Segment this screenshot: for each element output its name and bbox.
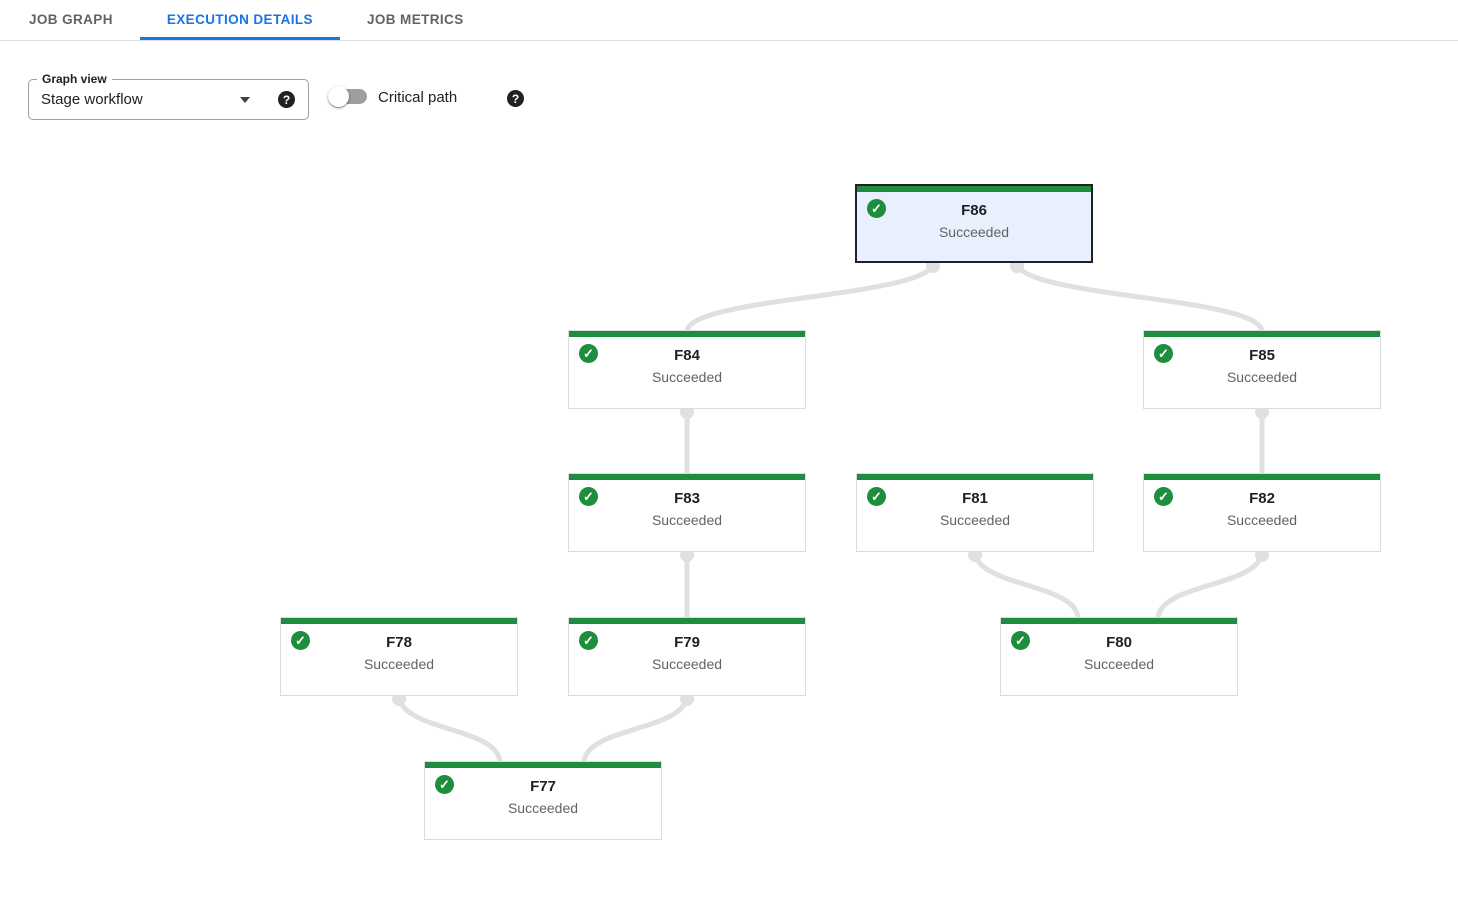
stage-name: F79 — [674, 634, 700, 651]
stage-status: Succeeded — [939, 512, 1011, 528]
node-status-bar — [281, 618, 517, 624]
stage-node[interactable]: ✓ F79 Succeeded — [568, 617, 806, 696]
node-status-bar — [1144, 474, 1380, 480]
critical-path-help-icon[interactable]: ? — [507, 90, 524, 107]
stage-node[interactable]: ✓ F80 Succeeded — [1000, 617, 1238, 696]
tab-job-graph[interactable]: JOB GRAPH — [2, 0, 140, 40]
workflow-edge — [972, 548, 1081, 622]
graph-view-select[interactable]: Graph view Stage workflow ? — [28, 71, 309, 120]
tab-execution-details[interactable]: EXECUTION DETAILS — [140, 0, 340, 40]
node-status-bar — [1001, 618, 1237, 624]
stage-name: F85 — [1249, 347, 1275, 364]
check-circle-icon: ✓ — [435, 775, 454, 794]
graph-view-selected-value: Stage workflow — [41, 91, 143, 108]
node-status-bar — [425, 762, 661, 768]
stage-node[interactable]: ✓ F84 Succeeded — [568, 330, 806, 409]
stage-status: Succeeded — [363, 656, 435, 672]
check-circle-icon: ✓ — [1154, 487, 1173, 506]
stage-node[interactable]: ✓ F85 Succeeded — [1143, 330, 1381, 409]
stage-status: Succeeded — [1226, 512, 1298, 528]
stage-name: F81 — [962, 490, 988, 507]
workflow-edge — [1014, 259, 1265, 335]
critical-path-label: Critical path — [378, 89, 458, 106]
node-status-bar — [569, 331, 805, 337]
stage-name: F78 — [386, 634, 412, 651]
stage-name: F83 — [674, 490, 700, 507]
check-circle-icon: ✓ — [1154, 344, 1173, 363]
tab-job-metrics[interactable]: JOB METRICS — [340, 0, 491, 40]
node-status-bar — [857, 474, 1093, 480]
check-circle-icon: ✓ — [291, 631, 310, 650]
node-status-bar — [569, 618, 805, 624]
node-status-bar — [857, 186, 1091, 192]
stage-status: Succeeded — [651, 512, 723, 528]
stage-node[interactable]: ✓ F83 Succeeded — [568, 473, 806, 552]
check-circle-icon: ✓ — [867, 199, 886, 218]
graph-view-select-label: Graph view — [37, 71, 112, 87]
check-circle-icon: ✓ — [579, 631, 598, 650]
dropdown-caret-icon — [240, 97, 250, 103]
node-status-bar — [569, 474, 805, 480]
tab-bar: JOB GRAPH EXECUTION DETAILS JOB METRICS — [0, 0, 1458, 41]
stage-status: Succeeded — [1083, 656, 1155, 672]
workflow-edge — [1155, 548, 1265, 622]
stage-name: F82 — [1249, 490, 1275, 507]
stage-node[interactable]: ✓ F86 Succeeded — [855, 184, 1093, 263]
stage-status: Succeeded — [651, 369, 723, 385]
stage-node[interactable]: ✓ F78 Succeeded — [280, 617, 518, 696]
stage-node[interactable]: ✓ F82 Succeeded — [1143, 473, 1381, 552]
check-circle-icon: ✓ — [867, 487, 886, 506]
toggle-knob — [328, 86, 349, 107]
graph-view-help-icon[interactable]: ? — [278, 91, 295, 108]
stage-name: F80 — [1106, 634, 1132, 651]
stage-name: F86 — [961, 202, 987, 219]
stage-status: Succeeded — [938, 224, 1010, 240]
stage-status: Succeeded — [1226, 369, 1298, 385]
node-status-bar — [1144, 331, 1380, 337]
check-circle-icon: ✓ — [1011, 631, 1030, 650]
stage-name: F77 — [530, 778, 556, 795]
stage-status: Succeeded — [651, 656, 723, 672]
workflow-edge — [581, 692, 690, 766]
workflow-edge — [396, 692, 503, 766]
workflow-edge — [684, 259, 936, 335]
stage-node[interactable]: ✓ F81 Succeeded — [856, 473, 1094, 552]
stage-status: Succeeded — [507, 800, 579, 816]
stage-node[interactable]: ✓ F77 Succeeded — [424, 761, 662, 840]
check-circle-icon: ✓ — [579, 487, 598, 506]
critical-path-toggle[interactable] — [328, 86, 367, 107]
check-circle-icon: ✓ — [579, 344, 598, 363]
stage-name: F84 — [674, 347, 700, 364]
